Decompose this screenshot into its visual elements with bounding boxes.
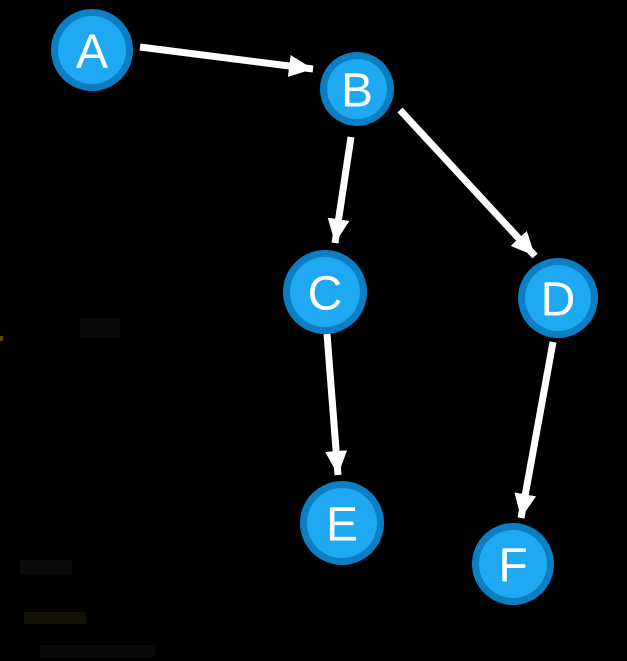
- node-E[interactable]: E: [300, 481, 384, 565]
- node-B-body: [327, 59, 387, 119]
- screen-artifact-2: [40, 645, 155, 657]
- screen-artifact-1: [24, 612, 86, 624]
- node-C[interactable]: C: [283, 250, 367, 334]
- node-E-body: [307, 488, 377, 558]
- edge-B-D-arrow: [397, 107, 538, 259]
- node-A[interactable]: A: [51, 9, 133, 91]
- edge-D-F-arrow: [514, 341, 557, 519]
- node-A-body: [58, 16, 126, 84]
- edge-B-C-arrow: [327, 136, 355, 244]
- node-F-body: [479, 530, 547, 598]
- edge-A-B-arrow: [139, 43, 314, 77]
- screen-artifact-0: [20, 560, 72, 574]
- node-F[interactable]: F: [472, 523, 554, 605]
- node-D[interactable]: D: [518, 258, 598, 338]
- screen-artifact-4: [0, 336, 3, 341]
- edge-C-E-arrow: [323, 333, 348, 476]
- node-B[interactable]: B: [320, 52, 394, 126]
- node-D-body: [525, 265, 591, 331]
- screen-artifact-3: [80, 318, 120, 338]
- node-C-body: [290, 257, 360, 327]
